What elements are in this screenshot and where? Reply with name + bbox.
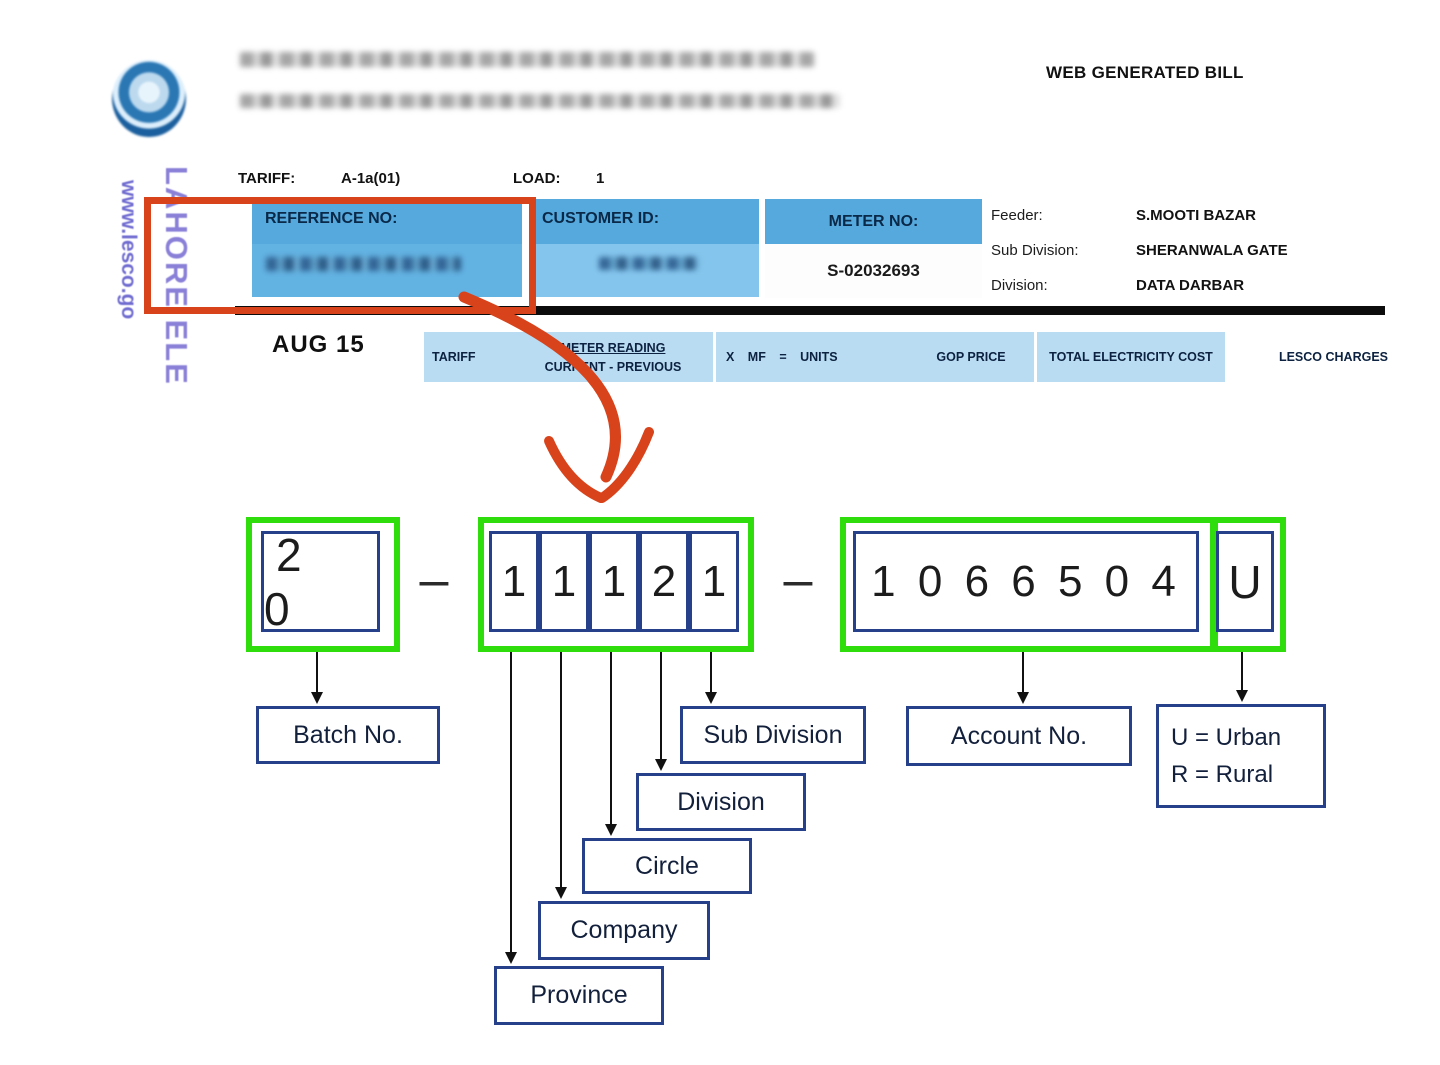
meter-reading-text: METER READING [560, 340, 666, 355]
label-province: Province [494, 966, 664, 1025]
arrow-subdivision [710, 646, 712, 692]
tariff-value: A-1a(01) [341, 170, 401, 187]
arrow-area [1241, 646, 1243, 690]
area-letter-box: U [1216, 531, 1274, 632]
tariff-label: TARIFF: [238, 170, 296, 187]
load-label: LOAD: [513, 170, 561, 187]
label-urban: U = Urban [1171, 723, 1282, 751]
division-value: DATA DARBAR [1136, 277, 1245, 294]
col-header-tariff: TARIFF [424, 332, 518, 382]
col-header-tariff-text: TARIFF [432, 350, 476, 364]
label-division: Division [636, 773, 806, 831]
company-digit-box: 1 [539, 531, 589, 632]
subdivision-digit-box: 1 [689, 531, 739, 632]
divider-bar [235, 306, 1385, 315]
label-circle: Circle [582, 838, 752, 894]
billing-month: AUG 15 [272, 331, 365, 358]
circle-digit-box: 1 [589, 531, 639, 632]
col-header-units: X MF = UNITS [716, 332, 916, 382]
meter-no-label: METER NO: [828, 212, 919, 230]
batch-green-frame [246, 517, 400, 652]
arrow-company [560, 646, 562, 887]
vertical-website-text: www.lesco.go [117, 180, 140, 320]
customer-id-label: CUSTOMER ID: [542, 210, 660, 227]
sub-division-label: Sub Division: [991, 242, 1079, 259]
label-area-type: U = Urban R = Rural [1156, 704, 1326, 808]
col-header-total-cost: TOTAL ELECTRICITY COST [1037, 332, 1225, 382]
arrow-province [510, 646, 512, 952]
arrow-batch [316, 646, 318, 692]
reference-highlight-box [144, 197, 536, 314]
redacted-customer-address [240, 94, 840, 108]
label-rural: R = Rural [1171, 760, 1274, 788]
lesco-logo-icon [112, 60, 186, 137]
feeder-value: S.MOOTI BAZAR [1136, 207, 1256, 224]
division-label: Division: [991, 277, 1048, 294]
lesco-charges-text: LESCO CHARGES [1278, 350, 1388, 364]
col-header-gop-price: GOP PRICE [908, 332, 1034, 382]
current-previous-text: CURRENT - PREVIOUS [544, 359, 682, 374]
area-green-frame [1210, 517, 1286, 652]
load-value: 1 [596, 170, 605, 187]
meter-no-value: S-02032693 [827, 261, 920, 280]
arrow-circle [610, 646, 612, 824]
separator-dash-1: – [419, 551, 449, 609]
meter-no-value-cell: S-02032693 [765, 244, 982, 298]
meter-no-header: METER NO: [765, 199, 982, 244]
redacted-customer-name [240, 52, 815, 67]
batch-digits-box: 2 0 [261, 529, 380, 635]
page-title: WEB GENERATED BILL [1046, 63, 1244, 82]
account-digits-box: 1 0 6 6 5 0 4 [853, 531, 1199, 632]
arrow-division [660, 646, 662, 759]
label-company: Company [538, 901, 710, 960]
reference-no-cell: REFERENCE NO: [252, 199, 522, 297]
label-sub-division: Sub Division [680, 706, 866, 764]
province-digit-box: 1 [489, 531, 539, 632]
org-digits-green-frame [478, 517, 754, 652]
division-digit-box: 2 [639, 531, 689, 632]
total-cost-text: TOTAL ELECTRICITY COST [1049, 350, 1213, 364]
gop-price-text: GOP PRICE [936, 350, 1006, 364]
feeder-label: Feeder: [991, 207, 1043, 224]
arrow-account [1022, 646, 1024, 692]
redacted-customer-id [599, 257, 699, 270]
col-header-lesco-charges: LESCO CHARGES [1228, 332, 1392, 382]
redacted-reference-number [266, 257, 461, 271]
customer-id-cell: CUSTOMER ID: [529, 199, 759, 297]
separator-dash-2: – [783, 551, 813, 609]
col-header-meter-reading: METER READING CURRENT - PREVIOUS [513, 332, 713, 382]
reference-no-label: REFERENCE NO: [265, 210, 398, 227]
sub-division-value: SHERANWALA GATE [1136, 242, 1288, 259]
label-account-no: Account No. [906, 706, 1132, 766]
label-batch-no: Batch No. [256, 706, 440, 764]
units-formula-text: X MF = UNITS [726, 350, 838, 364]
